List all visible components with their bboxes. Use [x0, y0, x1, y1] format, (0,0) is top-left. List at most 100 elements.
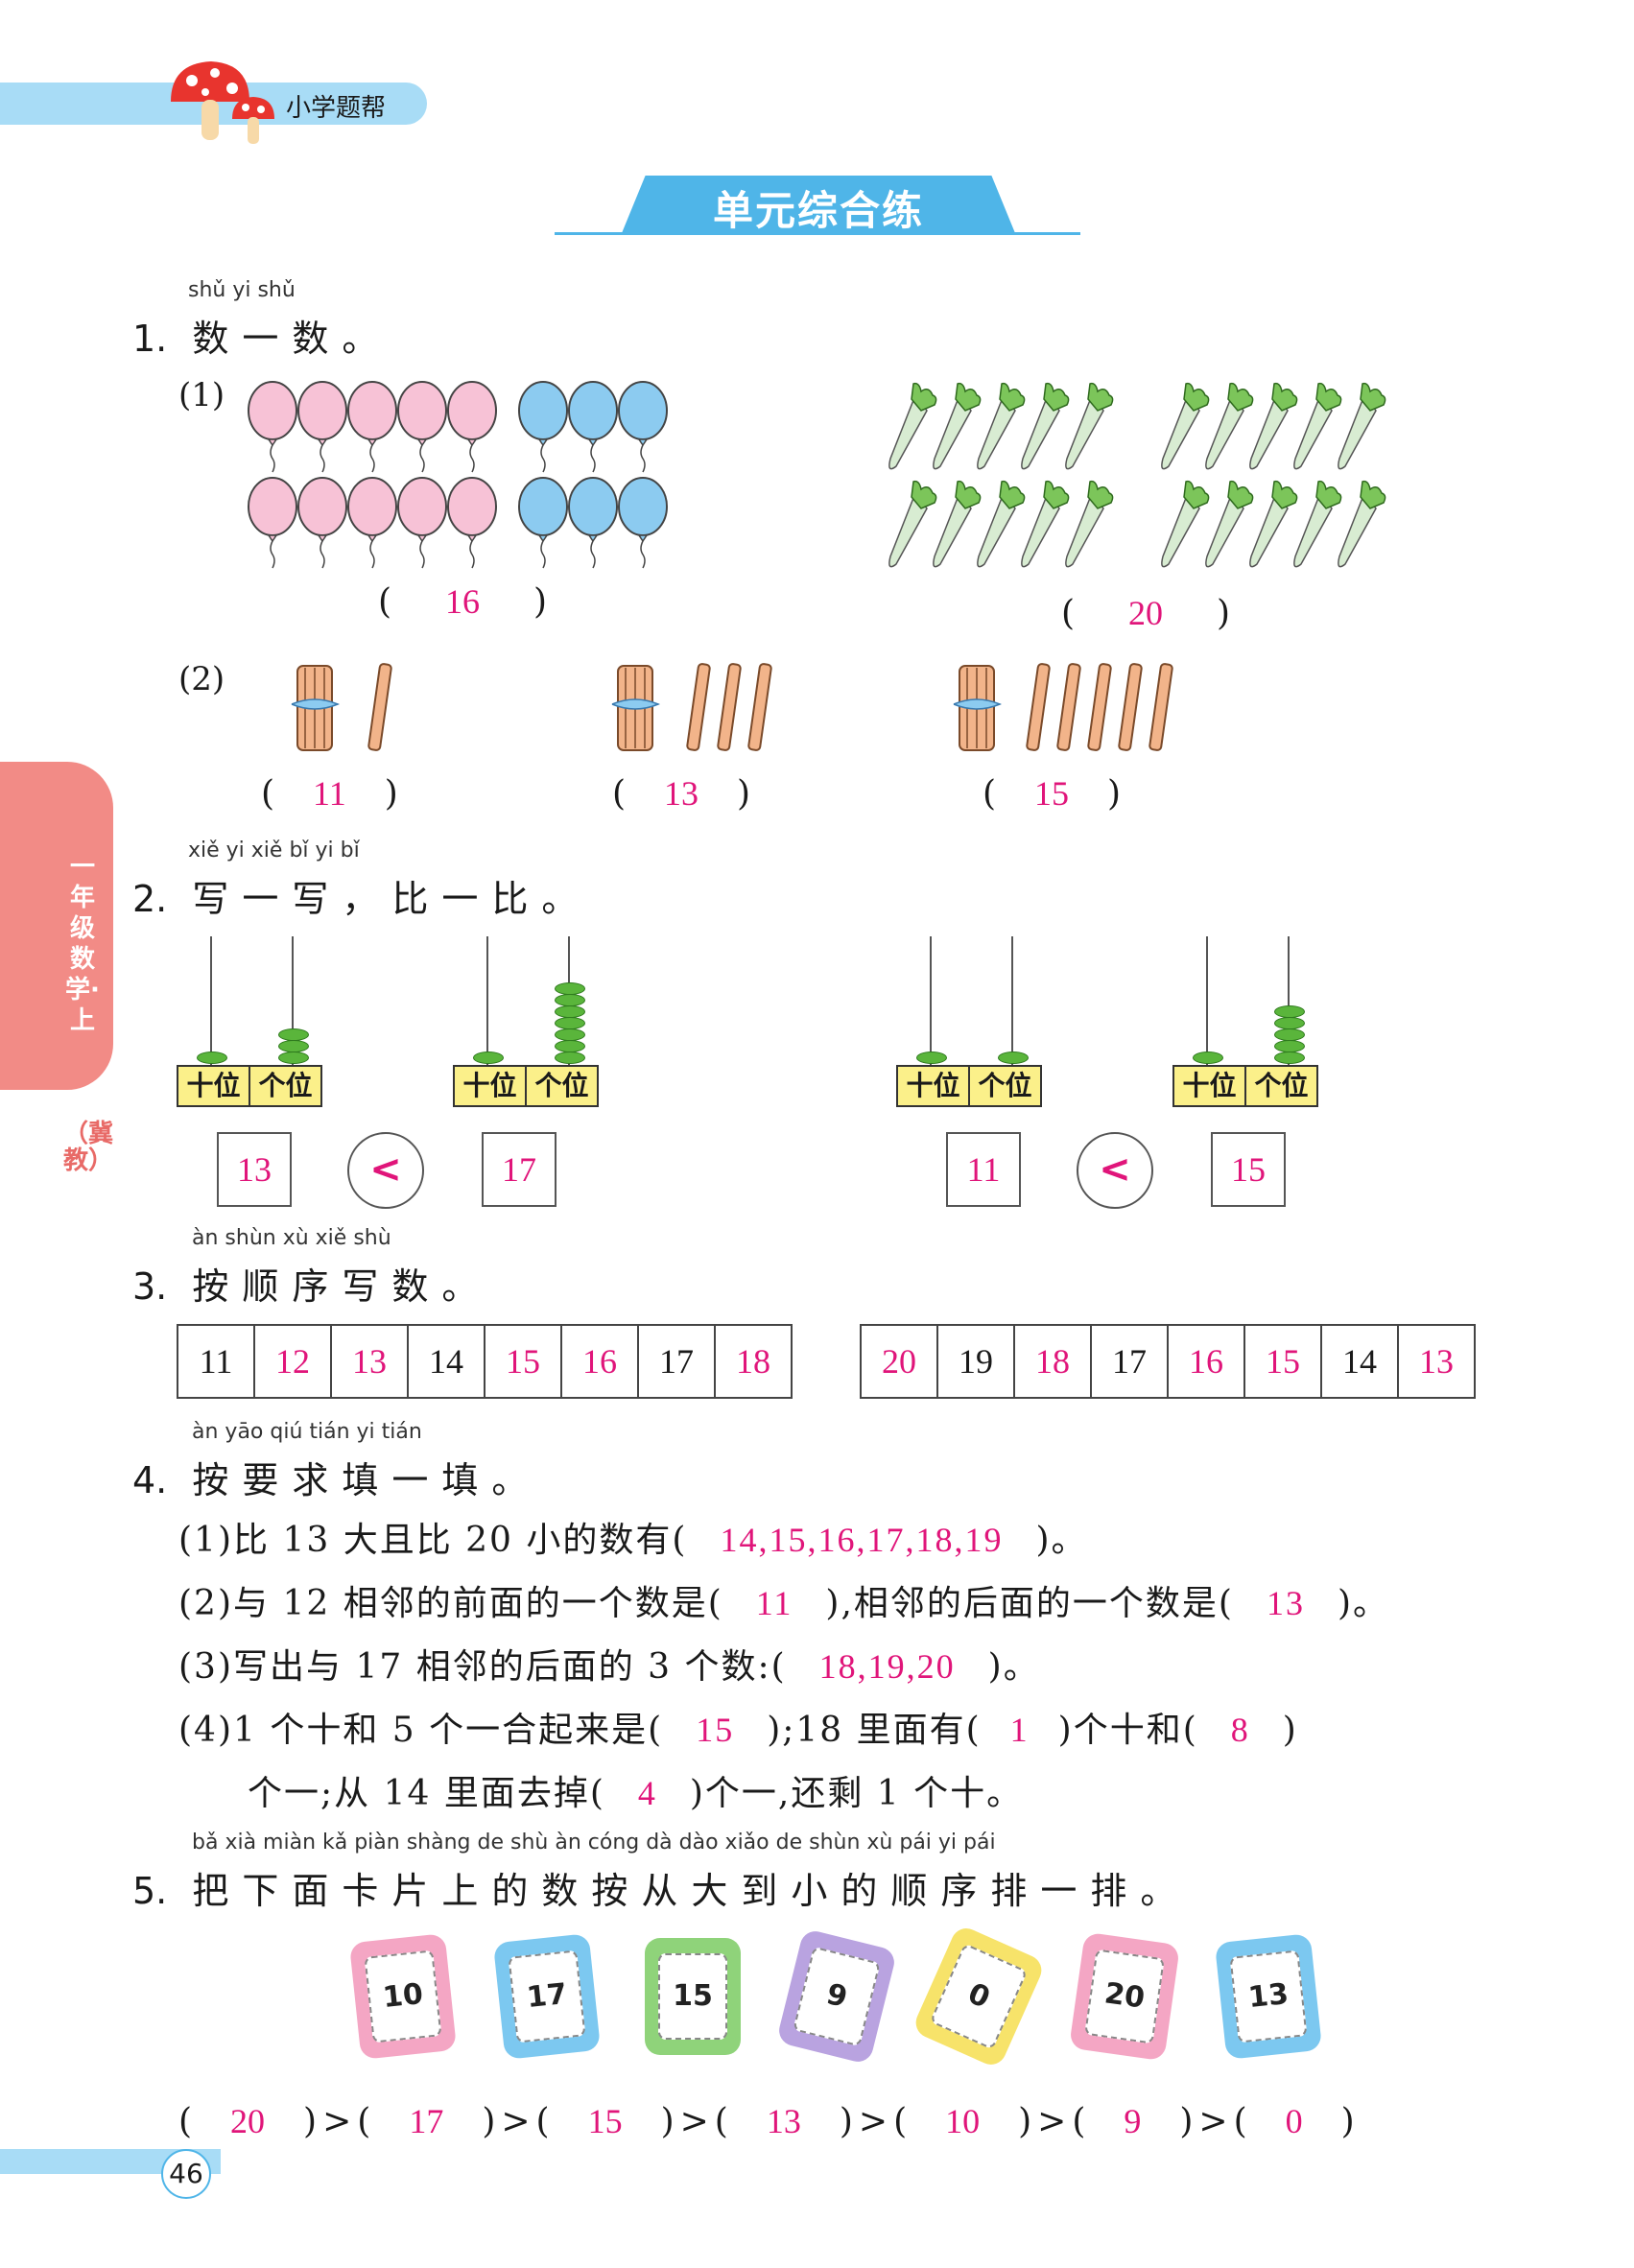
ones-label: 个位 — [1254, 1070, 1309, 1101]
q3-number: 3. — [132, 1265, 168, 1308]
q2-number: 2. — [132, 878, 168, 920]
number-card: 20 — [1068, 1931, 1181, 2062]
seq1-cell: 17 — [639, 1326, 716, 1397]
q1-heading: 1. 数一数。 — [132, 309, 391, 362]
sorted-answer[interactable]: 17 — [409, 2102, 444, 2140]
balloons-picture — [248, 381, 668, 569]
seq1-cell: 14 — [409, 1326, 485, 1397]
sorted-answer[interactable]: 10 — [945, 2102, 981, 2140]
page-title: 单元综合练 — [712, 187, 924, 234]
sticks-answer-blank-1[interactable]: (11) — [261, 774, 398, 814]
sticks-answer-1: 11 — [313, 774, 346, 813]
q4-title: 按要求填一填。 — [192, 1459, 542, 1501]
q4-answer-4b[interactable]: 1 — [1009, 1711, 1030, 1749]
card-number: 17 — [508, 1949, 586, 2044]
q4-answer-2b[interactable]: 13 — [1266, 1584, 1305, 1622]
q2-pinyin: xiě yi xiě bǐ yi bǐ — [188, 839, 360, 862]
q1-number: 1. — [132, 318, 168, 360]
card-number: 13 — [1229, 1949, 1308, 2044]
seq1-cell: 11 — [178, 1326, 255, 1397]
q4-answer-4c[interactable]: 8 — [1230, 1711, 1250, 1749]
card-number: 15 — [658, 1953, 727, 2040]
number-card: 13 — [1214, 1933, 1323, 2060]
q3-pinyin: àn shùn xù xiě shù — [192, 1226, 391, 1250]
side-tab-edition: （冀教） — [63, 1120, 114, 1175]
title-underline — [555, 232, 1080, 235]
compare-left-2[interactable]: 11 — [946, 1132, 1021, 1207]
tens-label: 十位 — [178, 1067, 250, 1105]
number-card: 10 — [348, 1933, 458, 2060]
seq1-cell[interactable]: 12 — [255, 1326, 332, 1397]
q4-answer-3[interactable]: 18,19,20 — [818, 1647, 956, 1686]
sticks-picture — [291, 662, 1174, 752]
sorted-answer[interactable]: 20 — [230, 2102, 266, 2140]
compare-right-1[interactable]: 17 — [482, 1132, 557, 1207]
q1-pinyin: shǔ yi shǔ — [188, 278, 296, 302]
compare-symbol-2[interactable]: < — [1077, 1132, 1153, 1209]
q4-line-1: (1)比 13 大且比 20 小的数有(14,15,16,17,18,19)。 — [178, 1521, 1088, 1560]
balloons-answer-blank[interactable]: (16) — [378, 582, 548, 622]
q4-answer-4a[interactable]: 15 — [696, 1711, 735, 1749]
number-card: 15 — [645, 1938, 741, 2055]
number-card: 0 — [911, 1923, 1047, 2070]
card-number: 0 — [929, 1943, 1029, 2050]
sorted-answer[interactable]: 9 — [1124, 2102, 1142, 2140]
sorted-answer[interactable]: 15 — [587, 2102, 623, 2140]
sequence-table-ascending: 11 12 13 14 15 16 17 18 — [177, 1324, 793, 1399]
compare-left-1[interactable]: 13 — [217, 1132, 292, 1207]
mushroom-logo-icon — [171, 61, 274, 144]
q4-answer-1[interactable]: 14,15,16,17,18,19 — [720, 1521, 1004, 1559]
side-tab — [0, 762, 113, 1090]
ones-label: 个位 — [978, 1070, 1032, 1101]
card-number: 9 — [793, 1946, 881, 2047]
seq1-cell[interactable]: 15 — [485, 1326, 562, 1397]
radish-answer-blank[interactable]: (20) — [1061, 594, 1231, 633]
balloons-answer: 16 — [445, 582, 481, 621]
q4-answer-5[interactable]: 4 — [637, 1774, 657, 1812]
number-card: 17 — [492, 1933, 602, 2060]
q4-heading: 4. 按要求填一填。 — [132, 1451, 541, 1503]
q4-line-2: (2)与 12 相邻的前面的一个数是(11),相邻的后面的一个数是(13)。 — [178, 1584, 1390, 1623]
seq2-cell: 14 — [1322, 1326, 1399, 1397]
q2-heading: 2. 写一写，比一比。 — [132, 869, 591, 922]
card-number: 20 — [1084, 1949, 1165, 2044]
seq2-cell[interactable]: 16 — [1169, 1326, 1245, 1397]
ones-label: 个位 — [258, 1070, 313, 1101]
compare-symbol-1[interactable]: < — [347, 1132, 424, 1209]
q3-title: 按顺序写数。 — [192, 1265, 492, 1308]
q4-line-4: (4)1 个十和 5 个一合起来是(15);18 里面有(1)个十和(8) — [178, 1711, 1298, 1750]
sticks-answer-3: 15 — [1034, 774, 1070, 813]
seq1-cell[interactable]: 18 — [736, 1342, 770, 1381]
q4-pinyin: àn yāo qiú tián yi tián — [192, 1420, 422, 1444]
page-number: 46 — [161, 2149, 211, 2199]
q1-part1-label: (1) — [178, 376, 225, 414]
q5-number: 5. — [132, 1870, 168, 1912]
q2-title: 写一写，比一比。 — [192, 878, 592, 920]
number-card: 9 — [775, 1927, 898, 2066]
card-number: 10 — [364, 1949, 442, 2044]
sticks-answer-blank-2[interactable]: (13) — [612, 774, 751, 814]
seq2-cell[interactable]: 18 — [1015, 1326, 1092, 1397]
seq1-cell[interactable]: 16 — [562, 1326, 639, 1397]
tens-label: 十位 — [455, 1067, 527, 1105]
sticks-answer-2: 13 — [664, 774, 699, 813]
seq2-cell: 19 — [938, 1326, 1015, 1397]
sorted-answer[interactable]: 0 — [1285, 2102, 1303, 2140]
seq2-cell[interactable]: 20 — [862, 1326, 938, 1397]
compare-right-2[interactable]: 15 — [1211, 1132, 1286, 1207]
tens-label: 十位 — [1174, 1067, 1246, 1105]
seq2-cell[interactable]: 13 — [1419, 1342, 1454, 1381]
side-tab-label: 一年级数学·上 — [65, 853, 100, 1035]
q4-line-5: 个一;从 14 里面去掉(4)个一,还剩 1 个十。 — [248, 1774, 1024, 1813]
radish-answer: 20 — [1128, 594, 1164, 632]
q4-answer-2a[interactable]: 11 — [755, 1584, 793, 1622]
seq2-cell[interactable]: 15 — [1245, 1326, 1322, 1397]
seq2-cell: 17 — [1092, 1326, 1169, 1397]
q1-part2-label: (2) — [178, 660, 225, 698]
sorted-answer[interactable]: 13 — [766, 2102, 801, 2140]
sticks-answer-blank-3[interactable]: (15) — [983, 774, 1122, 814]
seq1-cell[interactable]: 13 — [332, 1326, 409, 1397]
sequence-table-descending: 20 19 18 17 16 15 14 13 — [860, 1324, 1476, 1399]
brand-name: 小学题帮 — [286, 94, 387, 123]
q5-title: 把下面卡片上的数按从大到小的顺序排一排。 — [192, 1870, 1191, 1912]
